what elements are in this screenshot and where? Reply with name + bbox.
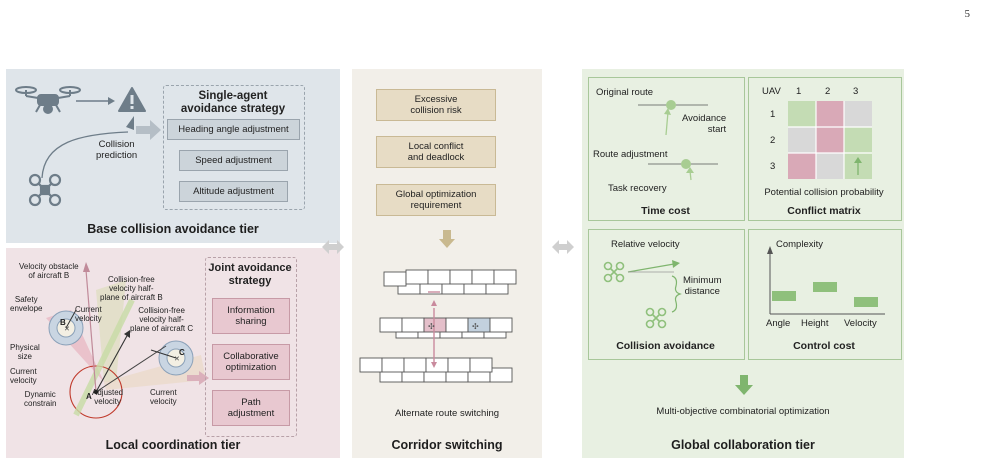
corridor-switching-title: Corridor switching bbox=[391, 438, 503, 452]
arrow-to-joint-strategy bbox=[187, 371, 209, 385]
speed-adjustment-box: Speed adjustment bbox=[179, 150, 288, 171]
collision-avoidance-subpanel bbox=[588, 229, 745, 360]
double-arrow-right bbox=[552, 240, 574, 254]
matrix-row-1: 1 bbox=[770, 109, 776, 120]
altitude-adjustment-box: Altitude adjustment bbox=[179, 181, 288, 202]
time-cost-title: Time cost bbox=[641, 205, 690, 217]
task-recovery-label: Task recovery bbox=[608, 183, 667, 194]
down-arrow-corridor bbox=[439, 230, 455, 248]
double-arrow-left bbox=[322, 240, 344, 254]
base-tier-title: Base collision avoidance tier bbox=[87, 222, 259, 236]
page-number: 5 bbox=[964, 8, 971, 20]
local-conflict-deadlock-box: Local conflict and deadlock bbox=[376, 136, 496, 168]
svg-text:✣: ✣ bbox=[472, 322, 479, 331]
quadcopter-camera-drone-icon bbox=[15, 86, 81, 114]
collaborative-optimization-box: Collaborative optimization bbox=[212, 344, 290, 380]
global-optimization-requirement-box: Global optimization requirement bbox=[376, 184, 496, 216]
minimum-distance-label: Minimum distance bbox=[683, 275, 722, 297]
arrow-to-strategy bbox=[136, 120, 161, 140]
time-cost-diagram bbox=[638, 100, 718, 181]
information-sharing-box: Information sharing bbox=[212, 298, 290, 334]
route-adjustment-label: Route adjustment bbox=[593, 149, 668, 160]
velocity-bar bbox=[854, 297, 878, 307]
quad-drone-icon bbox=[28, 173, 62, 207]
collision-prediction-label: Collision prediction bbox=[96, 139, 138, 161]
conflict-matrix-grid bbox=[788, 101, 872, 179]
single-agent-strategy-title: Single-agent avoidance strategy bbox=[180, 90, 286, 115]
safety-envelope-label: Safety envelope bbox=[10, 295, 43, 313]
point-c-label: C bbox=[179, 348, 185, 357]
matrix-col-2: 2 bbox=[825, 86, 831, 97]
point-b-label: B bbox=[60, 318, 66, 327]
category-height: Height bbox=[801, 318, 829, 329]
warning-icon bbox=[118, 87, 146, 112]
category-angle: Angle bbox=[766, 318, 791, 329]
svg-text:✕: ✕ bbox=[64, 326, 70, 333]
svg-text:✣: ✣ bbox=[428, 322, 435, 331]
matrix-corner-uav: UAV bbox=[762, 86, 781, 97]
matrix-row-2: 2 bbox=[770, 135, 776, 146]
local-tier-title: Local coordination tier bbox=[105, 438, 241, 452]
svg-text:✕: ✕ bbox=[174, 356, 180, 363]
potential-collision-probability-label: Potential collision probability bbox=[764, 187, 884, 198]
alternate-route-switching-label: Alternate route switching bbox=[394, 408, 500, 419]
avoidance-start-label: Avoidance start bbox=[682, 113, 727, 135]
joint-strategy-box bbox=[205, 257, 297, 437]
collision-avoidance-diagram bbox=[603, 260, 682, 329]
down-arrow-global bbox=[735, 375, 753, 395]
corridor-switching-panel bbox=[352, 69, 542, 458]
category-velocity: Velocity bbox=[844, 318, 877, 329]
time-cost-subpanel bbox=[588, 77, 745, 221]
physical-size-label: Physical size bbox=[10, 343, 40, 361]
excessive-collision-risk-box: Excessive collision risk bbox=[376, 89, 496, 121]
complexity-axis-label: Complexity bbox=[776, 239, 823, 250]
curved-arrow-to-warning bbox=[41, 116, 134, 179]
global-tier-title: Global collaboration tier bbox=[671, 438, 815, 452]
half-plane-b-label: Collision-free velocity half- plane of a… bbox=[100, 275, 163, 302]
current-velocity-a-label: Current velocity bbox=[10, 367, 37, 385]
single-agent-strategy-box bbox=[163, 85, 305, 210]
velocity-obstacle-label: Velocity obstacle of aircraft B bbox=[19, 262, 79, 280]
arrow-to-warning bbox=[76, 97, 115, 105]
joint-strategy-title: Joint avoidance strategy bbox=[208, 262, 292, 287]
corridor-grid-diagram: ✣ ✣ bbox=[359, 269, 517, 383]
point-a-label: A bbox=[86, 392, 92, 401]
relative-velocity-label: Relative velocity bbox=[611, 239, 680, 250]
conflict-matrix-title: Conflict matrix bbox=[787, 205, 861, 217]
control-cost-title: Control cost bbox=[793, 340, 855, 352]
heading-angle-adjustment-box: Heading angle adjustment bbox=[167, 119, 300, 140]
dynamic-constrain-label: Dynamic constrain bbox=[24, 390, 57, 408]
matrix-col-1: 1 bbox=[796, 86, 802, 97]
angle-bar bbox=[772, 291, 796, 301]
matrix-row-3: 3 bbox=[770, 161, 776, 172]
multi-objective-optimization-label: Multi-objective combinatorial optimizati… bbox=[656, 406, 830, 417]
current-velocity-b-label: Current velocity bbox=[75, 305, 102, 323]
control-cost-chart bbox=[767, 246, 885, 315]
current-velocity-c-label: Current velocity bbox=[150, 388, 177, 406]
original-route-label: Original route bbox=[596, 87, 654, 98]
matrix-col-3: 3 bbox=[853, 86, 859, 97]
half-plane-c-label: Collision-free velocity half- plane of a… bbox=[130, 306, 194, 333]
path-adjustment-box: Path adjustment bbox=[212, 390, 290, 426]
adjusted-velocity-label: Adjusted velocity bbox=[92, 388, 124, 406]
velocity-obstacle-diagram: ✕ ✕ bbox=[46, 262, 206, 419]
height-bar bbox=[813, 282, 837, 292]
collision-avoidance-title: Collision avoidance bbox=[616, 340, 715, 352]
